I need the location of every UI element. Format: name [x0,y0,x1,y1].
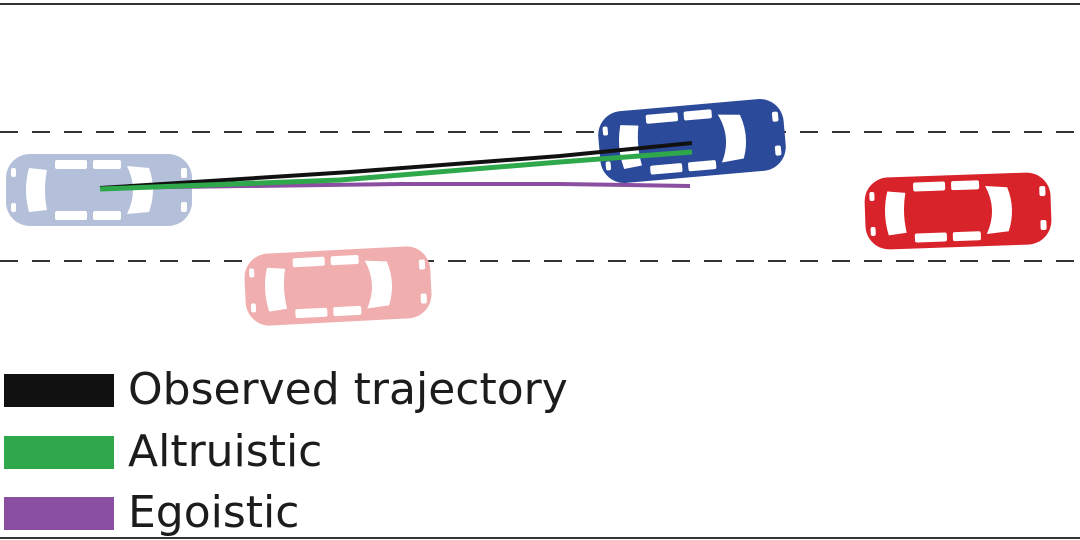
egoistic-trajectory [99,182,691,190]
legend-label-observed: Observed trajectory [128,364,568,415]
altruistic-trajectory [99,149,693,192]
blue-car [596,97,788,185]
legend-label-egoistic: Egoistic [128,487,300,538]
red-car [863,171,1053,251]
observed-trajectory [99,141,693,190]
legend-swatch-egoistic [4,497,114,530]
legend-swatch-observed [4,374,114,407]
red-car-ghost [243,245,433,327]
blue-car-ghost [6,154,192,226]
legend-swatch-altruistic [4,436,114,469]
legend-label-altruistic: Altruistic [128,426,323,477]
